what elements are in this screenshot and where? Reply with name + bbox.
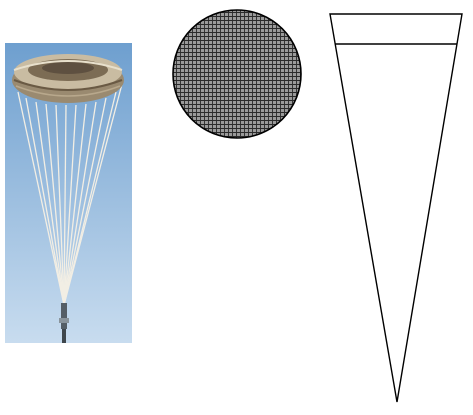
payload (59, 303, 69, 343)
mesh-disc (172, 9, 302, 139)
cone-outline (329, 13, 463, 403)
cone-body (329, 13, 463, 403)
parachute-photo (5, 43, 132, 343)
suspension-lines (17, 83, 123, 306)
canopy (12, 54, 124, 103)
